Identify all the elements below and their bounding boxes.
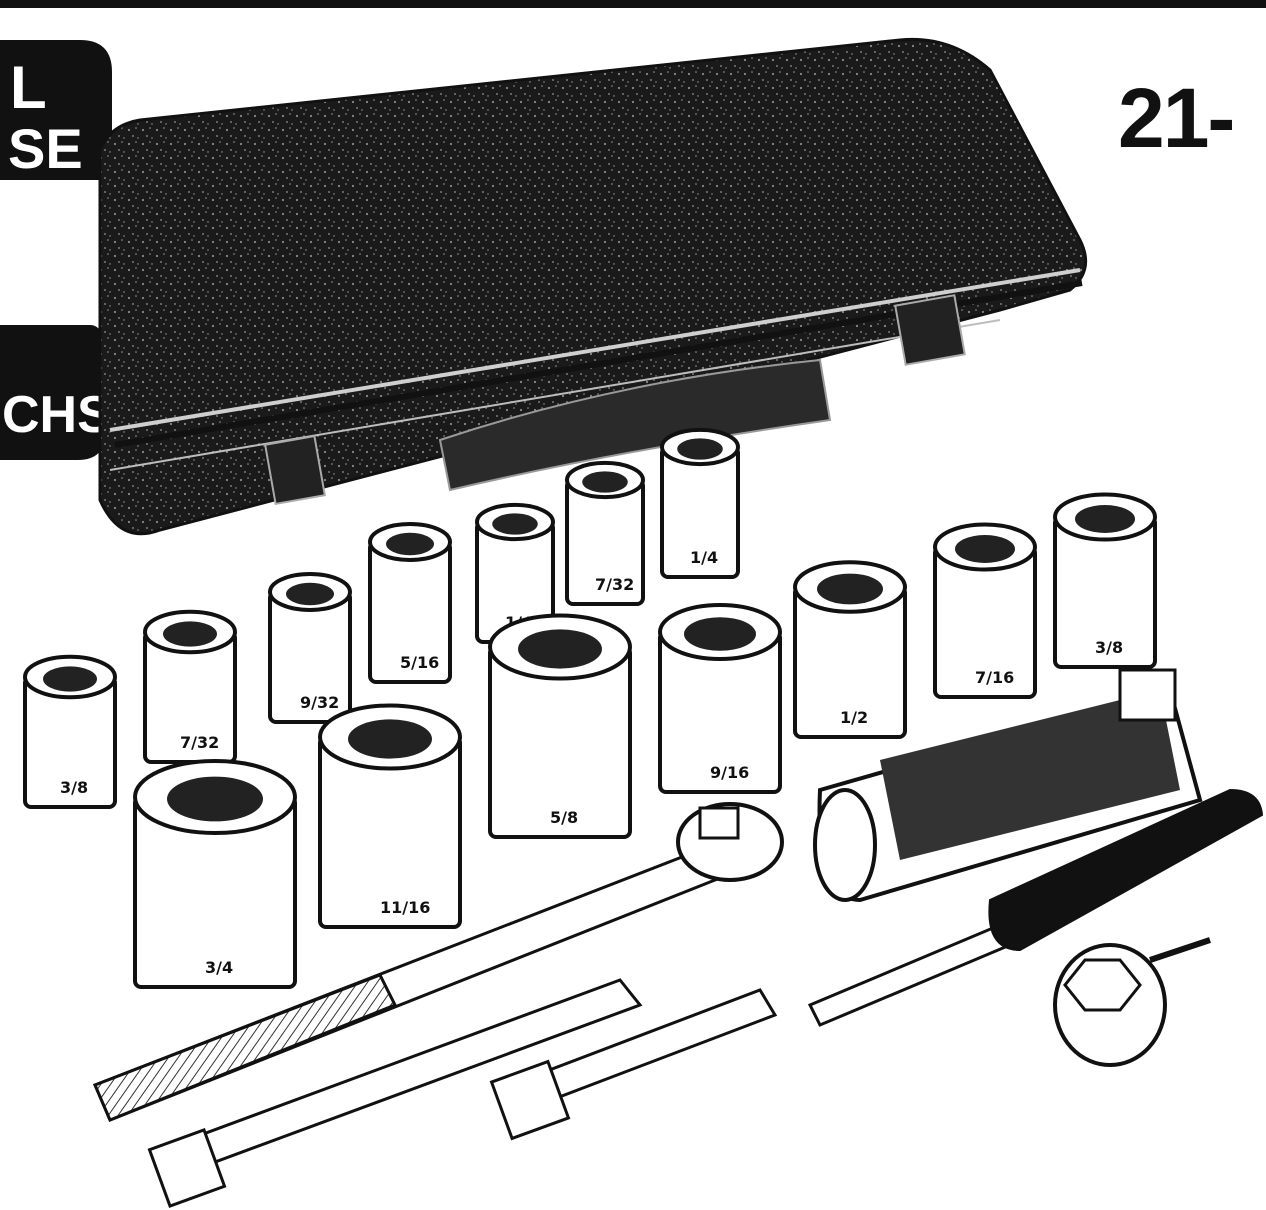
- socket-size-label: 3/8: [1095, 638, 1123, 657]
- badge-top-line2: SE: [8, 117, 83, 180]
- socket-size-label: 7/32: [595, 575, 634, 594]
- socket: 3/4: [133, 759, 297, 989]
- socket: 7/16: [933, 522, 1037, 699]
- socket: 7/32: [143, 609, 237, 764]
- badge-mid-text: CHS: [2, 386, 112, 444]
- socket: 1/4: [660, 427, 740, 579]
- socket-size-label: 9/16: [710, 763, 749, 782]
- socket: 5/16: [368, 522, 452, 684]
- socket-size-label: 7/16: [975, 668, 1014, 687]
- socket: 5/8: [488, 613, 632, 839]
- ratchet-handle: [93, 802, 784, 1122]
- socket-size-label: 1/4: [690, 548, 718, 567]
- badge-mid: CHS: [0, 325, 112, 460]
- socket: 1/2: [793, 560, 907, 739]
- case-latch-right: [894, 294, 966, 366]
- socket: 1/4: [475, 502, 555, 644]
- socket-size-label: 3/8: [60, 778, 88, 797]
- title-fragment: 21-: [1118, 71, 1235, 165]
- socket-size-label: 7/32: [180, 733, 219, 752]
- carrying-case: [98, 37, 1088, 536]
- socket: 3/8: [23, 654, 117, 809]
- socket: 3/8: [1053, 492, 1157, 669]
- socket-size-label: 11/16: [380, 898, 430, 917]
- socket-size-label: 9/32: [300, 693, 339, 712]
- socket-size-label: 1/2: [840, 708, 868, 727]
- spinner-handle: [807, 788, 1264, 1027]
- badge-top-line1: L: [10, 54, 47, 121]
- socket-size-label: 5/8: [550, 808, 578, 827]
- socket-size-label: 3/4: [205, 958, 233, 977]
- universal-joint-adapter: [1053, 937, 1211, 1067]
- top-border: [0, 0, 1266, 8]
- spark-plug-socket: [813, 668, 1203, 903]
- sockets-group: 3/8 7/32 9/32 5/16 1/4 7/32 1/4 3/4 11/16 5/8 9/16…: [23, 427, 1157, 989]
- extension-bar-long: [147, 978, 643, 1209]
- case-handle: [438, 358, 832, 492]
- socket: 7/32: [565, 460, 645, 606]
- socket: 11/16: [318, 703, 462, 929]
- socket-size-label: 5/16: [400, 653, 439, 672]
- case-latch-left: [264, 434, 326, 506]
- badge-top: L SE: [0, 40, 112, 180]
- socket: 9/32: [268, 572, 352, 724]
- socket: 9/16: [658, 603, 782, 794]
- extension-bar-short: [489, 988, 778, 1141]
